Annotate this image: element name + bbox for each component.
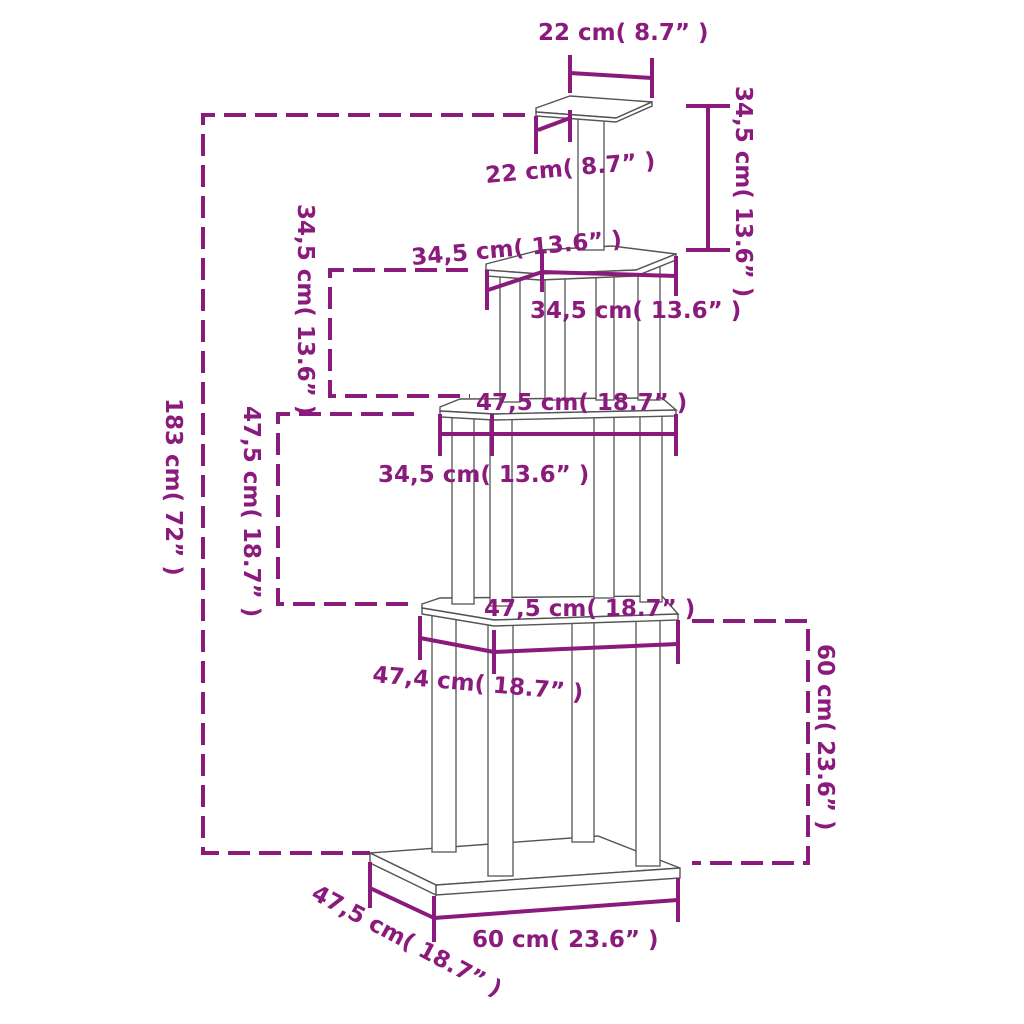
post xyxy=(593,409,615,599)
post xyxy=(635,617,661,867)
fourth-height-line xyxy=(692,619,810,865)
post xyxy=(451,411,475,605)
dimension-lines xyxy=(201,55,810,942)
total-height-label: 183 cm( 72” ) xyxy=(160,398,186,576)
base-width-label: 60 cm( 23.6” ) xyxy=(472,927,659,953)
fourth-depth-line xyxy=(419,636,495,654)
fourth-height-label: 60 cm( 23.6” ) xyxy=(812,644,838,831)
top-depth-label: 22 cm( 8.7” ) xyxy=(484,148,656,189)
post xyxy=(571,609,595,843)
post xyxy=(487,619,514,877)
third-depth-label: 34,5 cm( 13.6” ) xyxy=(378,462,589,488)
second-width-line xyxy=(541,270,677,278)
cat-tree-drawing xyxy=(367,95,681,897)
top-width-line xyxy=(569,71,653,80)
fourth-width-line xyxy=(493,642,679,654)
top-height-label: 34,5 cm( 13.6” ) xyxy=(730,86,756,297)
second-depth-label: 34,5 cm( 13.6” ) xyxy=(530,298,741,324)
post xyxy=(637,261,661,401)
post xyxy=(595,271,615,401)
fourth-width-label: 47,5 cm( 18.7” ) xyxy=(484,596,695,622)
fourth-depth-label: 47,4 cm( 18.7” ) xyxy=(371,662,584,706)
second-depth-line xyxy=(487,270,543,292)
top-width-label: 22 cm( 8.7” ) xyxy=(538,20,709,46)
third-width-label: 47,5 cm( 18.7” ) xyxy=(476,390,687,416)
third-height-line xyxy=(276,412,414,606)
post xyxy=(499,267,521,403)
base-width-line xyxy=(433,898,679,920)
third-height-label: 47,5 cm( 18.7” ) xyxy=(238,406,264,617)
base-depth-line xyxy=(369,886,435,920)
second-height-line xyxy=(328,268,470,398)
second-height-label: 34,5 cm( 13.6” ) xyxy=(292,204,318,415)
post xyxy=(639,413,663,603)
post xyxy=(431,611,457,853)
top-depth-line xyxy=(537,116,571,132)
total-height-line xyxy=(201,113,525,855)
